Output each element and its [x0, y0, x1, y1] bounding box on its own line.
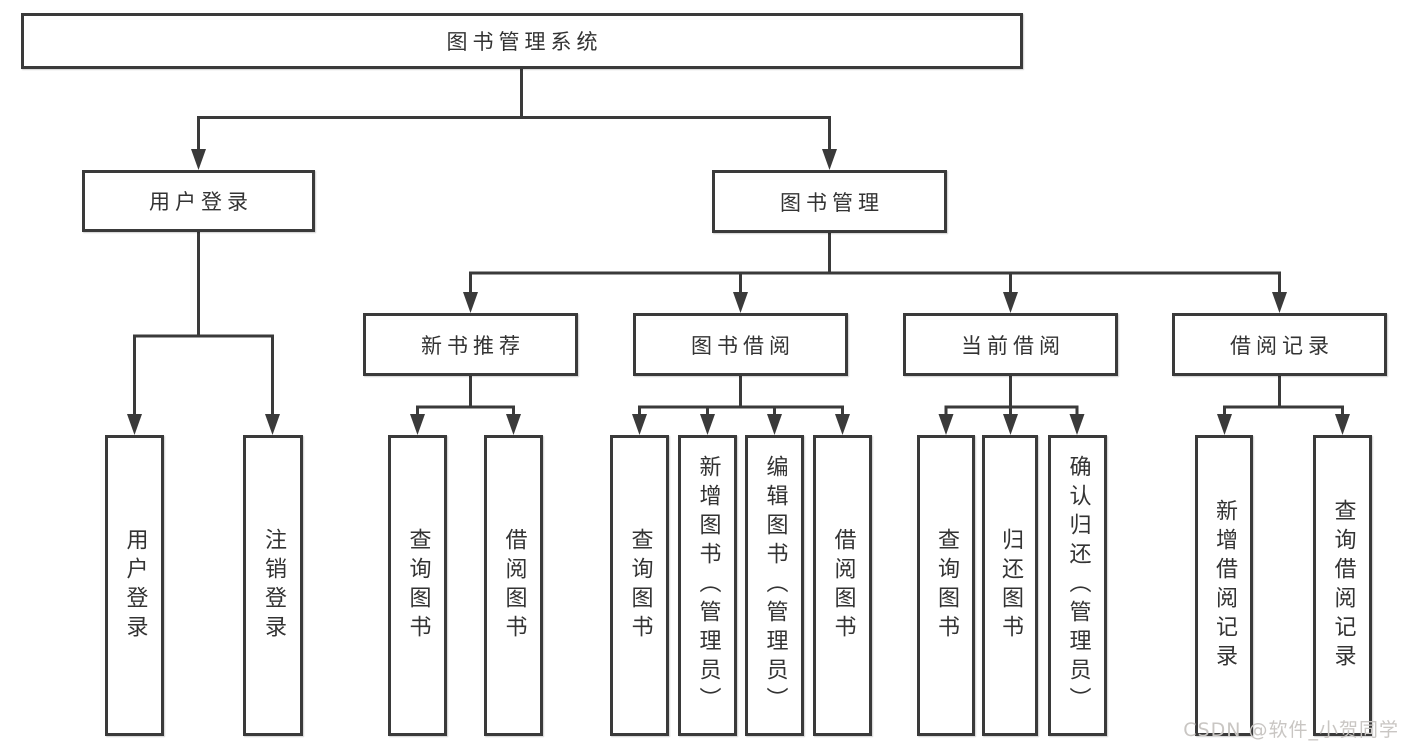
- leaf-query-borrow-record: 查询借阅记录: [1313, 435, 1372, 736]
- node-book-management: 图书管理: [712, 170, 947, 233]
- leaf-add-books-admin: 新增图书（管理员）: [678, 435, 737, 736]
- leaf-user-login: 用户登录: [105, 435, 164, 736]
- leaf-logout: 注销登录: [243, 435, 303, 736]
- node-borrowing-records: 借阅记录: [1172, 313, 1387, 376]
- node-new-book-recommend: 新书推荐: [363, 313, 578, 376]
- node-user-login: 用户登录: [82, 170, 315, 232]
- leaf-borrow-books: 借阅图书: [813, 435, 872, 736]
- leaf-confirm-return-admin: 确认归还（管理员）: [1048, 435, 1107, 736]
- leaf-add-borrow-record: 新增借阅记录: [1195, 435, 1253, 736]
- leaf-query-books-current: 查询图书: [917, 435, 975, 736]
- leaf-query-books-recommend: 查询图书: [388, 435, 447, 736]
- node-library-management-system: 图书管理系统: [21, 13, 1023, 69]
- node-current-borrowing: 当前借阅: [903, 313, 1118, 376]
- csdn-watermark: CSDN @软件_小贺同学: [1183, 719, 1399, 741]
- leaf-return-books: 归还图书: [982, 435, 1038, 736]
- leaf-borrow-books-recommend: 借阅图书: [484, 435, 543, 736]
- leaf-edit-books-admin: 编辑图书（管理员）: [745, 435, 804, 736]
- leaf-query-books-borrow: 查询图书: [610, 435, 669, 736]
- node-book-borrowing: 图书借阅: [633, 313, 848, 376]
